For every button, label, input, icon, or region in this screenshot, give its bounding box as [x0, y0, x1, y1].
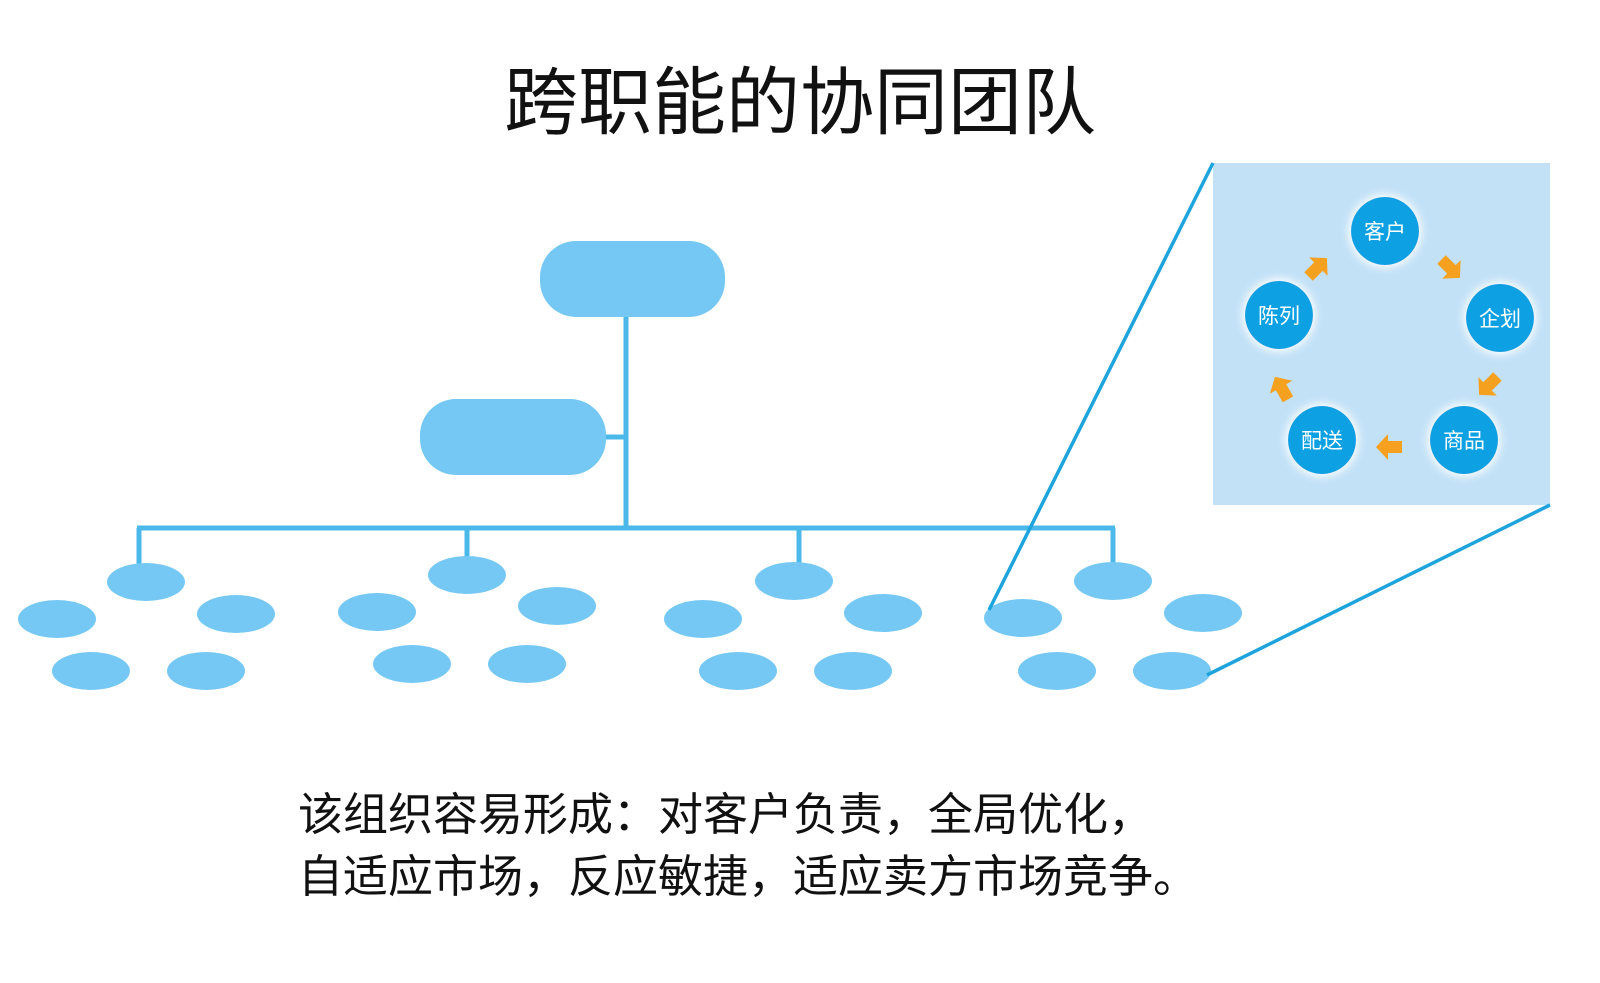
cycle-node-planning: [1466, 284, 1534, 352]
team-member-ellipse: [18, 600, 96, 638]
cycle-arrows: [1269, 255, 1502, 460]
team-member-ellipse: [984, 599, 1062, 637]
team-cluster-1: [18, 563, 275, 690]
team-member-ellipse: [52, 652, 130, 690]
cycle-node-label: 陈列: [1258, 304, 1300, 328]
caption-line-2: 自适应市场，反应敏捷，适应卖方市场竞争。: [298, 850, 1199, 903]
team-member-ellipse: [518, 587, 596, 625]
cycle-node-label: 企划: [1479, 307, 1521, 331]
org-chart-connectors: [136, 304, 1116, 566]
zoom-line-lower: [1206, 503, 1551, 677]
cycle-node-display: [1245, 281, 1313, 349]
staff-box: [420, 399, 606, 475]
cycle-node-label: 客户: [1364, 220, 1406, 244]
zoom-line-upper: [987, 162, 1215, 611]
arrow-icon: [1437, 255, 1461, 279]
caption: 该组织容易形成：对客户负责，全局优化， 自适应市场，反应敏捷，适应卖方市场竞争。: [298, 784, 1398, 908]
cycle-node-label: 配送: [1301, 429, 1343, 453]
team-member-ellipse: [844, 594, 922, 632]
team-member-ellipse: [1133, 652, 1211, 690]
cycle-node-delivery: [1288, 406, 1356, 474]
top-manager-box: [540, 241, 725, 317]
page-title: 跨职能的协同团队: [504, 60, 1096, 146]
team-member-ellipse: [1074, 562, 1152, 600]
team-member-ellipse: [1164, 594, 1242, 632]
team-member-ellipse: [664, 600, 742, 638]
team-member-ellipse: [755, 562, 833, 600]
team-member-ellipse: [1018, 652, 1096, 690]
team-cluster-4: [984, 562, 1242, 690]
team-member-ellipse: [488, 645, 566, 683]
cycle-node-merchandise: [1430, 406, 1498, 474]
team-member-ellipse: [338, 593, 416, 631]
team-cluster-3: [664, 562, 922, 690]
team-member-ellipse: [428, 556, 506, 594]
arrow-icon: [1304, 257, 1328, 281]
arrow-icon: [1478, 372, 1502, 396]
team-member-ellipse: [373, 645, 451, 683]
arrow-icon: [1269, 376, 1294, 403]
cycle-node-customer: [1351, 197, 1419, 265]
team-member-ellipse: [107, 563, 185, 601]
team-member-ellipse: [814, 652, 892, 690]
team-member-ellipse: [167, 652, 245, 690]
cycle-node-label: 商品: [1443, 429, 1485, 453]
team-member-ellipse: [197, 595, 275, 633]
team-member-ellipse: [699, 652, 777, 690]
zoom-lines: [987, 162, 1551, 677]
team-cluster-2: [338, 556, 596, 683]
caption-line-1: 该组织容易形成：对客户负责，全局优化，: [298, 788, 1154, 841]
arrow-icon: [1376, 434, 1402, 460]
